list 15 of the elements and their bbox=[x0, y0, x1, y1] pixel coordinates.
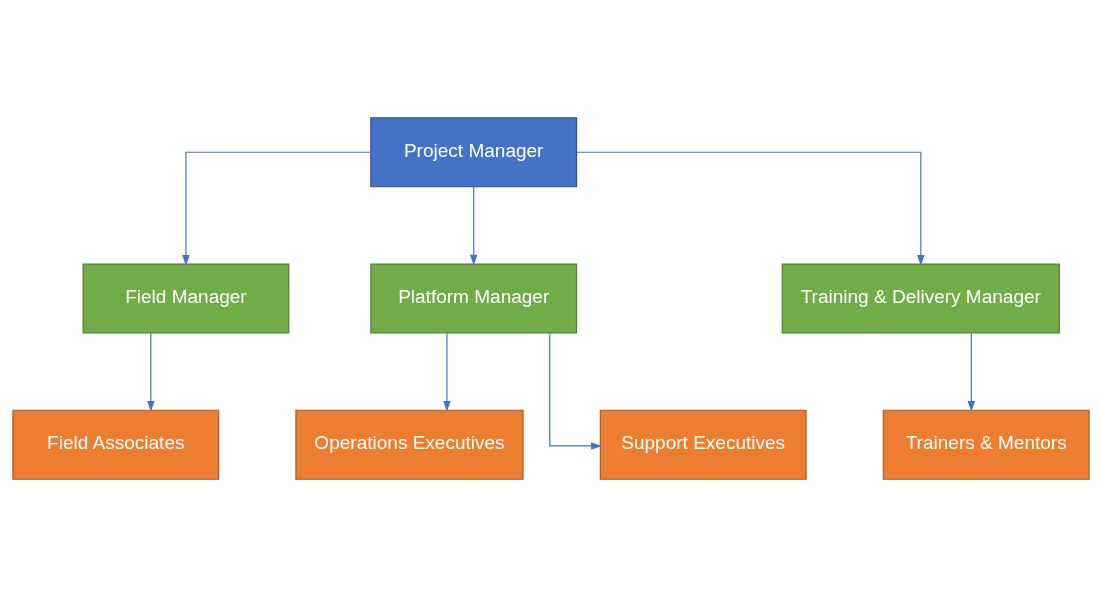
arrow bbox=[967, 332, 976, 412]
arrow bbox=[576, 151, 925, 266]
arrow bbox=[182, 151, 372, 266]
node-box: Project Manager bbox=[370, 116, 578, 187]
node-box: Trainers & Mentors bbox=[882, 409, 1090, 480]
arrow bbox=[549, 331, 602, 450]
arrow bbox=[443, 332, 451, 412]
node-box: Operations Executives bbox=[295, 409, 524, 480]
node-box: Training & Delivery Manager bbox=[781, 262, 1060, 334]
node-box: Field Associates bbox=[12, 409, 220, 480]
arrow bbox=[469, 185, 478, 265]
node-box: Support Executives bbox=[599, 409, 807, 480]
node-box: Field Manager bbox=[82, 262, 290, 334]
arrow bbox=[147, 332, 155, 412]
node-box: Platform Manager bbox=[370, 262, 578, 334]
